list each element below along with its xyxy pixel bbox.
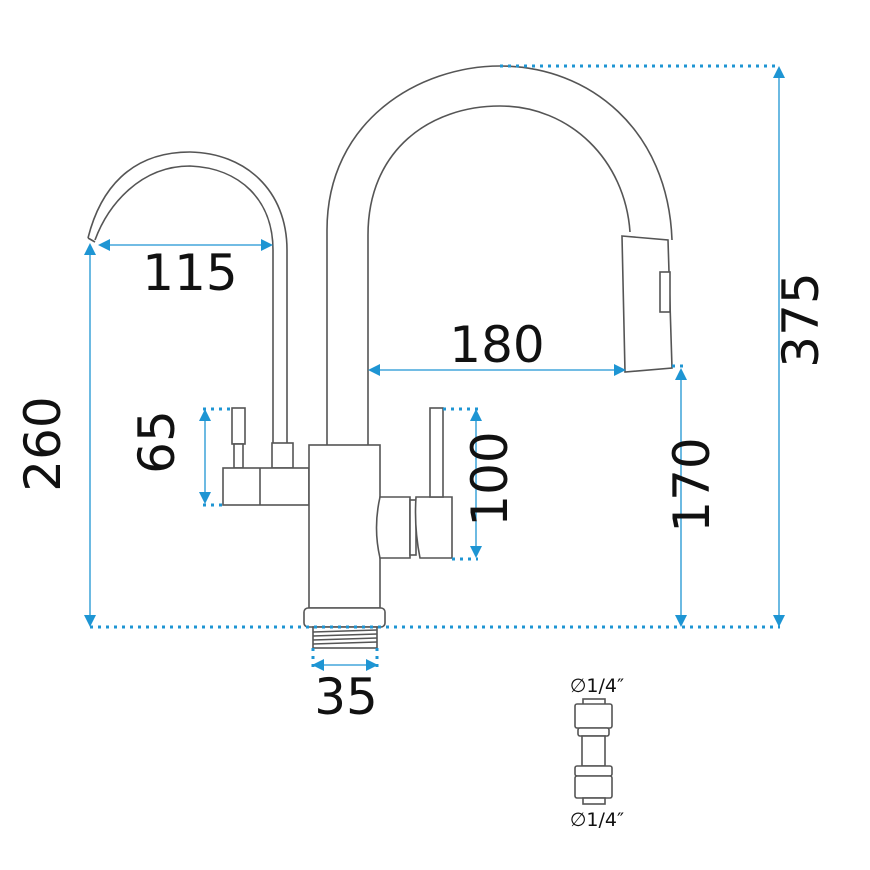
filter-handle [222, 407, 310, 506]
thread [312, 626, 378, 649]
dim-label-180: 180 [449, 316, 544, 374]
base-flange [303, 607, 386, 628]
dimension-lines [84, 64, 785, 671]
pull-out-head [621, 235, 673, 373]
dim-label-170: 170 [663, 437, 721, 532]
fitting-bottom-label: ∅1/4″ [570, 809, 624, 831]
filter-spout [87, 151, 288, 443]
fitting-top-label: ∅1/4″ [570, 675, 624, 697]
dim-label-260: 260 [14, 396, 72, 491]
dim-label-100: 100 [461, 431, 519, 526]
main-spout [326, 65, 673, 445]
dim-label-65: 65 [128, 410, 186, 474]
quarter-inch-connector [574, 698, 613, 805]
dim-label-35: 35 [314, 668, 378, 726]
main-handle [375, 407, 453, 559]
dim-label-375: 375 [772, 272, 830, 367]
spray-button [659, 271, 671, 313]
dim-label-115: 115 [142, 244, 237, 302]
faucet-body [308, 444, 381, 609]
